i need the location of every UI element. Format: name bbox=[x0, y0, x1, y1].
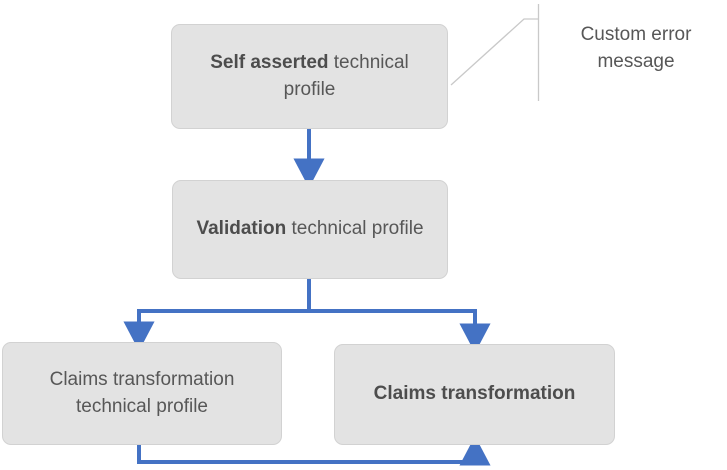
connector-validation-branch bbox=[123, 279, 491, 353]
node-self-asserted-bold-text: Self asserted bbox=[210, 52, 329, 74]
node-validation-label: Validation technical profile bbox=[196, 216, 423, 242]
node-claims-transformation-label: Claims transformation bbox=[374, 381, 576, 407]
connector-claims-tp-to-claims-transformation bbox=[137, 436, 491, 466]
callout-leader-line bbox=[450, 4, 540, 101]
node-claims-transformation-technical-profile-label: Claims transformation technical profile bbox=[49, 369, 235, 417]
node-self-asserted-label: Self asserted technical profile bbox=[186, 50, 433, 102]
callout-custom-error-message: Custom error message bbox=[580, 24, 692, 72]
node-claims-transformation-bold-text: Claims transformation bbox=[373, 383, 576, 405]
node-claims-transformation-technical-profile[interactable]: Claims transformation technical profile bbox=[2, 342, 282, 445]
node-claims-transformation[interactable]: Claims transformation bbox=[334, 344, 615, 445]
node-validation-regular-text: technical profile bbox=[286, 218, 424, 240]
node-self-asserted-technical-profile[interactable]: Self asserted technical profile bbox=[171, 24, 448, 129]
node-validation-technical-profile[interactable]: Validation technical profile bbox=[172, 180, 448, 279]
node-self-asserted-regular-text: technical profile bbox=[283, 52, 409, 100]
node-validation-bold-text: Validation bbox=[196, 218, 287, 240]
